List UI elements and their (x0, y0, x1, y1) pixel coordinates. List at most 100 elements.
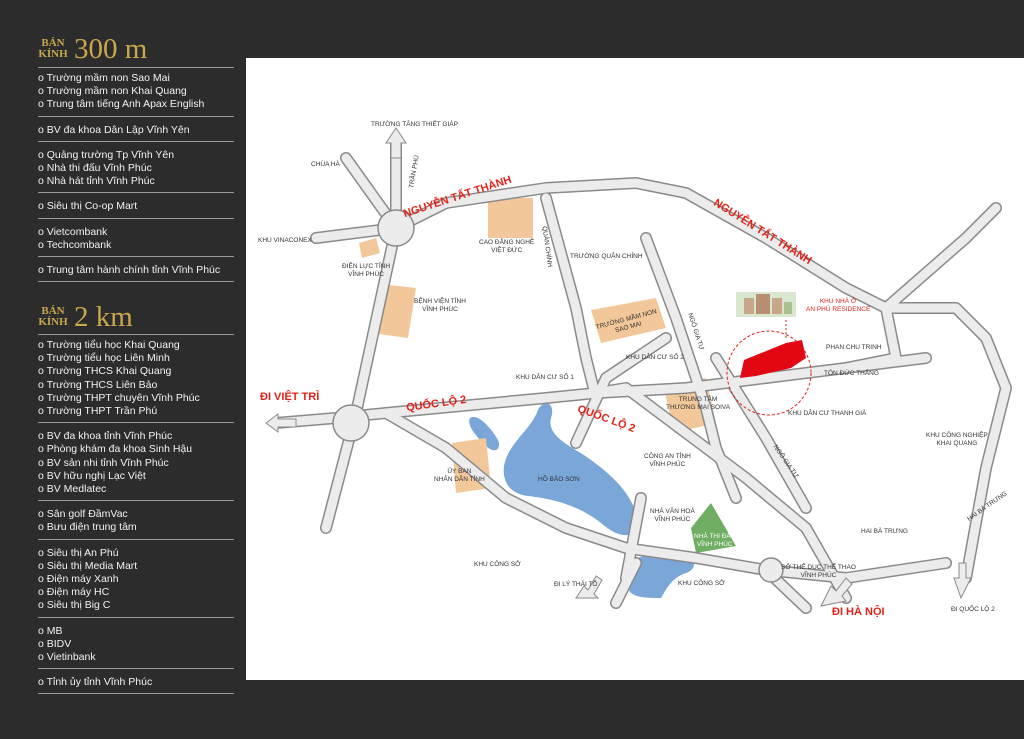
label-truong-tang: TRƯỜNG TĂNG THIẾT GIÁP (371, 121, 458, 128)
divider (38, 192, 234, 194)
poi-list-item: o Vietcombank (38, 225, 108, 238)
map-drawing (265, 127, 1012, 614)
poi-list-item: o Trường THPT Trần Phú (38, 405, 158, 418)
label-khu-cong-so-2: KHU CÔNG SỞ (678, 580, 725, 587)
radius-label-line2: KÍNH (38, 316, 68, 328)
poi-list-item: o BV đa khoa tỉnh Vĩnh Phúc (38, 430, 173, 443)
poi-list-item: o BV sản nhi tỉnh Vĩnh Phúc (38, 456, 169, 469)
label-khu-dan-cu-1: KHU DÂN CƯ SỐ 1 (516, 374, 574, 381)
road-di-ha-noi: ĐI HÀ NỘI (832, 606, 885, 618)
building-truong-mam-non (591, 298, 666, 343)
roundabout-left (332, 404, 370, 442)
label-so-the-duc: SỞ THỂ DỤC THỂ THAO VĨNH PHÚC (781, 564, 856, 579)
label-truong-quan-chinh: TRƯỜNG QUÂN CHÍNH (570, 253, 643, 260)
label-ho-bao-son: HỒ BẢO SƠN (538, 476, 580, 483)
roundabout-top-left (377, 209, 415, 247)
radius-2km-value: 2 km (74, 301, 133, 333)
label-benh-vien: BỆNH VIỆN TỈNH VĨNH PHÚC (414, 298, 466, 313)
label-cao-dang: CAO ĐẲNG NGHỀ VIỆT ĐỨC (479, 239, 535, 254)
road-di-viet-tri: ĐI VIỆT TRÌ (260, 391, 320, 403)
divider (38, 256, 234, 257)
poi-list-item: o Siêu thị An Phú (38, 546, 119, 559)
divider (38, 115, 234, 117)
poi-list-item: o Trường THCS Khai Quang (38, 365, 172, 378)
poi-list-item: o Trường mầm non Sao Mai (38, 72, 170, 84)
arrow-di-ha-noi (820, 577, 853, 607)
poi-list-item: o Techcombank (38, 238, 112, 251)
poi-group: o Siêu thị Co-op Mart (38, 200, 234, 213)
arrow-di-ly-thai-to (575, 575, 603, 599)
divider (38, 538, 234, 540)
poi-list-item: o BV Medlatec (38, 483, 107, 495)
divider (38, 422, 234, 424)
label-di-ly-thai-to: ĐI LÝ THÁI TỔ (554, 581, 598, 588)
poi-list-item: o Siêu thị Big C (38, 599, 111, 612)
lake-small (469, 417, 500, 451)
arrow-top (385, 127, 407, 159)
building-cao-dang (488, 198, 533, 238)
label-khu-dan-cu-2: KHU DÂN CƯ SỐ 2 (626, 354, 684, 361)
label-dien-luc: ĐIỆN LỰC TỈNH VĨNH PHÚC (342, 263, 391, 278)
roundabout-right (758, 557, 784, 583)
poi-list-item: o Vietinbank (38, 651, 96, 663)
divider (38, 140, 234, 142)
arrow-di-quoc-lo-2 (953, 562, 972, 600)
park-nha-thi-dau (691, 503, 736, 553)
location-map: TRƯỜNG TĂNG THIẾT GIÁP CHÙA HÀ TRẦN PHÚ … (246, 58, 1024, 680)
site-radius-circle (726, 330, 812, 416)
building-render-thumbnail (736, 292, 796, 317)
poi-list-item: o BIDV (38, 637, 72, 650)
radius-300-value: 300 m (74, 33, 148, 65)
road-network (270, 132, 1012, 614)
label-chua-ha: CHÙA HÀ (311, 161, 340, 168)
poi-group: o Trung tâm hành chính tỉnh Vĩnh Phúc (38, 264, 234, 277)
poi-list-item: o BV hữu nghị Lạc Việt (38, 469, 146, 482)
label-khu-nha-o: KHU NHÀ Ở AN PHÚ RESIDENCE (806, 298, 871, 313)
poi-list-item: o Trung tâm tiếng Anh Apax English (38, 98, 205, 111)
poi-list-item: o Bưu điện trung tâm (38, 521, 137, 534)
divider (38, 668, 234, 670)
lake-bao-son (503, 403, 637, 536)
poi-list-item: o MB (38, 624, 63, 637)
radius-label-line2: KÍNH (38, 48, 68, 60)
label-khu-dan-cu-thanh-gia: KHU DÂN CƯ THANH GIÀ (788, 410, 867, 417)
poi-group: o Tỉnh ủy tỉnh Vĩnh Phúc (38, 676, 234, 689)
label-nha-van-hoa: NHÀ VĂN HOÁ VĨNH PHÚC (650, 508, 695, 523)
divider (38, 281, 234, 283)
radius-label-line1: BÁN (41, 37, 65, 49)
label-hai-ba-trung-1: HAI BÀ TRƯNG (861, 528, 908, 535)
label-trung-tam-tm: TRUNG TÂM THƯƠNG MẠI SOIVA (666, 396, 731, 411)
poi-list-item: o Nhà hát tỉnh Vĩnh Phúc (38, 175, 155, 188)
poi-list-item: o Tỉnh ủy tỉnh Vĩnh Phúc (38, 676, 153, 689)
poi-list-item: o Điện máy HC (38, 586, 110, 599)
label-nha-thi-dau: NHÀ THI ĐẤU VĨNH PHÚC (694, 533, 736, 548)
label-di-quoc-lo-2: ĐI QUỐC LỘ 2 (951, 606, 995, 613)
poi-list-item: o Điện máy Xanh (38, 573, 119, 585)
poi-list-item: o Trường THPT chuyên Vĩnh Phúc (38, 391, 200, 404)
radius-label-line1: BÁN (41, 305, 65, 317)
label-phan-chu-trinh: PHAN CHU TRINH (826, 344, 882, 351)
divider (38, 67, 234, 68)
poi-list-item: o Sân golf ĐầmVac (38, 508, 128, 521)
poi-list-item: o BV đa khoa Dân Lập Vĩnh Yên (38, 123, 190, 136)
site-an-phu-residence (740, 340, 806, 378)
poi-list-item: o Quảng trường Tp Vĩnh Yên (38, 148, 175, 161)
poi-list-item: o Trường tiểu học Liên Minh (38, 352, 170, 365)
building-dien-luc (359, 238, 380, 258)
poi-group: o BV đa khoa Dân Lập Vĩnh Yên (38, 124, 234, 137)
divider (38, 693, 234, 695)
poi-list-item: o Siêu thị Co-op Mart (38, 200, 138, 213)
poi-list-item: o Nhà thi đấu Vĩnh Phúc (38, 162, 152, 174)
label-ton-duc-thang: TÔN ĐỨC THẮNG (824, 370, 879, 377)
divider (38, 217, 234, 219)
label-cong-an: CÔNG AN TỈNH VĨNH PHÚC (644, 453, 691, 468)
poi-list-item: o Trường mầm non Khai Quang (38, 85, 187, 98)
poi-list-item: o Siêu thị Media Mart (38, 559, 138, 572)
